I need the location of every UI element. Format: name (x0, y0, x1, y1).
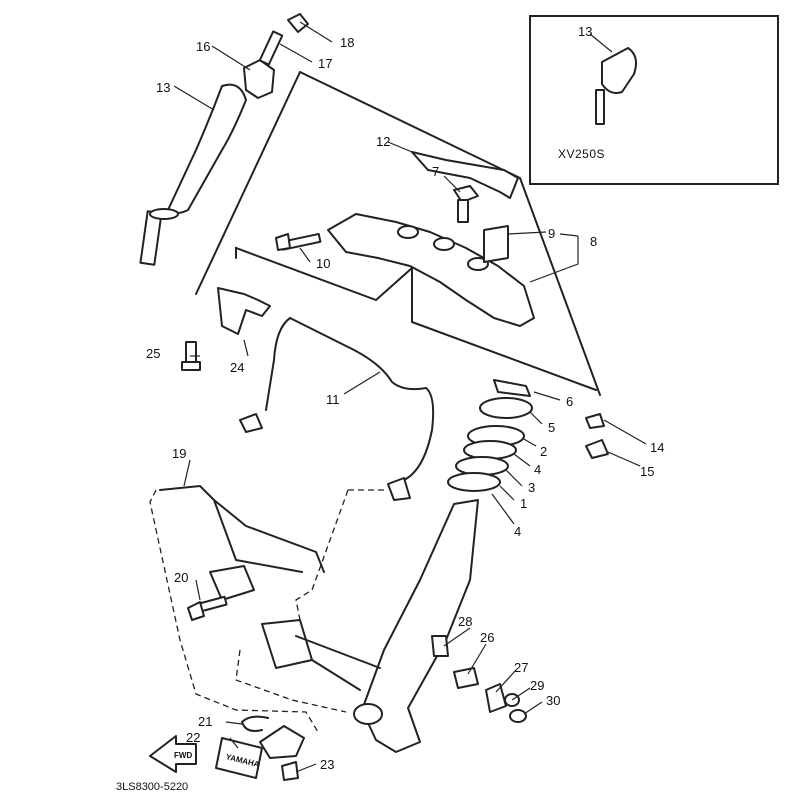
screw-23 (281, 761, 299, 781)
callout-14: 14 (650, 440, 664, 455)
emblem-holder (259, 725, 305, 759)
callout-29: 29 (530, 678, 544, 693)
bolt-25-head (181, 361, 201, 371)
bolt-7 (453, 185, 479, 223)
bearing-balls-1 (447, 472, 501, 492)
fwd-arrow-shape (149, 735, 197, 773)
inset-leader (589, 33, 613, 53)
callout-3: 3 (528, 480, 535, 495)
callout-7: 7 (432, 164, 439, 179)
collar-9 (483, 225, 509, 263)
fitting-26 (453, 667, 479, 689)
grab-handle-collar (149, 208, 179, 220)
cap-18 (287, 13, 309, 33)
part-grab-handle (139, 83, 247, 266)
callout-18: 18 (340, 35, 354, 50)
reference-line-upper (195, 71, 601, 396)
stem-boss (353, 703, 383, 725)
callout-26: 26 (480, 630, 494, 645)
callout-24: 24 (230, 360, 244, 375)
callout-19: 19 (172, 446, 186, 461)
callout-22: 22 (186, 730, 200, 745)
stem-arm (261, 619, 313, 669)
callout-30: 30 (546, 693, 560, 708)
stem-arm-lines (295, 635, 381, 691)
washer-14 (585, 413, 605, 429)
callout-16: 16 (196, 39, 210, 54)
callout-25: 25 (146, 346, 160, 361)
leader-lines (173, 21, 647, 773)
reference-line-mid (235, 246, 597, 391)
clamp-hole-2 (433, 237, 455, 251)
clamp-hole-1 (397, 225, 419, 239)
bolt-25-shaft (185, 341, 197, 365)
bolt-17 (258, 30, 284, 66)
cap-30 (509, 709, 527, 723)
dashed-line-cable (295, 489, 386, 621)
bolt-10 (275, 232, 322, 251)
callout-4b: 4 (514, 524, 521, 539)
plate-12 (411, 151, 519, 199)
grab-handle-body (167, 83, 247, 214)
callout-6: 6 (566, 394, 573, 409)
steering-stem (361, 499, 479, 753)
bolt-10-head (275, 233, 291, 251)
callout-1: 1 (520, 496, 527, 511)
catalog-code: 3LS8300-5220 (116, 781, 188, 793)
callout-5: 5 (548, 420, 555, 435)
inset-frame (529, 15, 779, 185)
callout-10: 10 (316, 256, 330, 271)
callout-20: 20 (174, 570, 188, 585)
inset-label: XV250S (558, 147, 605, 161)
nut-15 (585, 439, 609, 459)
fwd-arrow-emblem: FWD (149, 735, 197, 773)
callout-8: 8 (590, 234, 597, 249)
bearing-race-3 (455, 456, 509, 476)
dashed-line-stay (149, 489, 319, 733)
inset-xv250s: 13 XV250S (529, 15, 779, 185)
callout-21: 21 (198, 714, 212, 729)
callout-27: 27 (514, 660, 528, 675)
callout-17: 17 (318, 56, 332, 71)
part-top-bracket (243, 13, 309, 99)
callout-28: 28 (458, 614, 472, 629)
bolt-20-head (187, 601, 205, 621)
bolt-20-shaft (198, 595, 228, 613)
yamaha-plate: YAMAHA (215, 737, 263, 779)
callout-2: 2 (540, 444, 547, 459)
bearing-balls-4 (463, 440, 517, 460)
callout-15: 15 (640, 464, 654, 479)
bolt-7-shaft (457, 199, 469, 223)
yamaha-plate-shape (215, 737, 263, 779)
inset-handle-grip (601, 47, 637, 94)
callout-9: 9 (548, 226, 555, 241)
callout-13: 13 (156, 80, 170, 95)
stay-19-mount (209, 565, 255, 601)
callout-4a: 4 (534, 462, 541, 477)
cable-11-end-lower (239, 413, 263, 433)
callout-23: 23 (320, 757, 334, 772)
cable-11-end-upper (387, 477, 411, 501)
cable-11 (265, 317, 435, 481)
bolt-7-head (453, 185, 479, 203)
dashed-line-arm (235, 649, 347, 713)
callout-12: 12 (376, 134, 390, 149)
callout-13-inset: 13 (578, 24, 592, 39)
clip-27 (485, 683, 507, 713)
bolt-20 (187, 595, 228, 621)
clip-21 (241, 715, 269, 732)
bracket-16 (243, 59, 275, 99)
screw-28 (431, 635, 449, 657)
bracket-24 (217, 287, 271, 335)
fwd-label: FWD (174, 751, 192, 760)
washer-5 (479, 397, 533, 419)
bolt-25 (181, 341, 201, 371)
callout-11: 11 (326, 392, 340, 407)
stay-19 (159, 484, 325, 573)
nut-6 (493, 379, 531, 397)
inset-bolt-shaft (595, 89, 605, 125)
